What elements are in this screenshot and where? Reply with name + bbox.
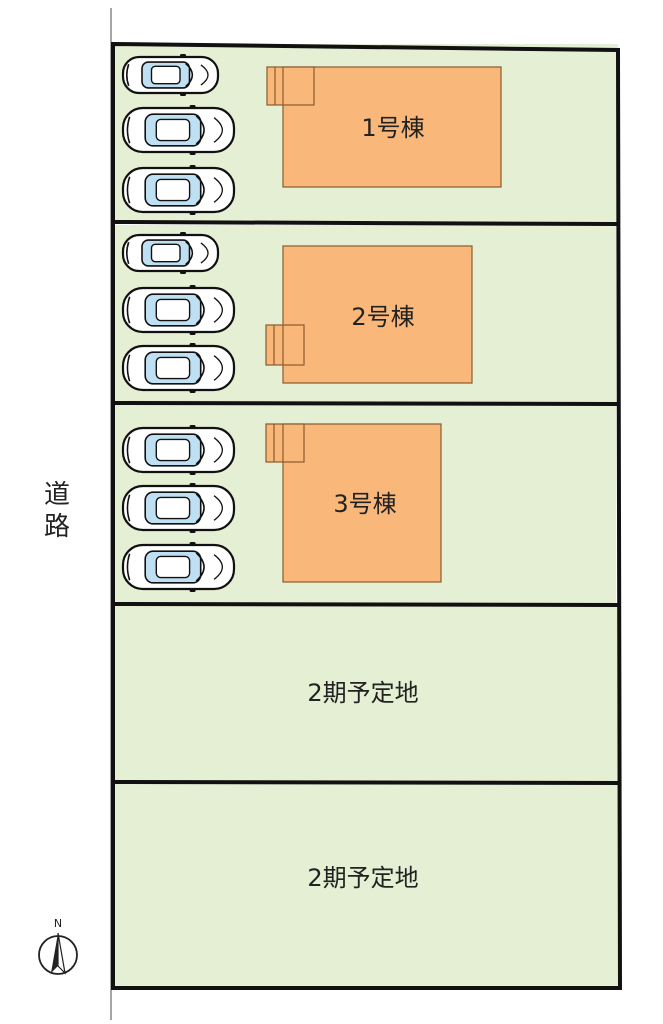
lot-divider	[112, 780, 620, 785]
building-3-entrance	[265, 423, 305, 463]
parked-car-icon	[121, 232, 220, 274]
lot-1-label: 1号棟	[361, 114, 424, 142]
building-3	[265, 423, 442, 583]
parked-car-icon	[121, 105, 236, 155]
lot-divider	[112, 220, 618, 226]
parked-car-icon	[121, 425, 236, 475]
lot-2-label: 2号棟	[351, 303, 414, 331]
road-label-char-2: 路	[44, 512, 70, 542]
building-2	[265, 245, 473, 384]
parked-car-icon	[121, 54, 220, 96]
lot-divider	[112, 602, 619, 607]
lot-5-label: 2期予定地	[307, 864, 418, 892]
parking-cars	[121, 54, 236, 592]
parked-car-icon	[121, 483, 236, 533]
road-label-char-1: 道	[44, 480, 70, 510]
lot-divider	[112, 401, 618, 406]
lot-3-label: 3号棟	[333, 490, 396, 518]
building-1-entrance	[266, 66, 315, 106]
lot-4	[113, 606, 618, 781]
building-2-entrance	[265, 324, 305, 366]
parked-car-icon	[121, 542, 236, 592]
lot-5	[113, 783, 620, 988]
parked-car-icon	[121, 343, 236, 393]
north-arrow-icon: N	[38, 917, 78, 975]
parked-car-icon	[121, 285, 236, 335]
building-1	[266, 66, 502, 188]
parked-car-icon	[121, 165, 236, 215]
site-boundary	[111, 41, 623, 990]
lot-4-label: 2期予定地	[307, 679, 418, 707]
north-label: N	[54, 917, 62, 930]
